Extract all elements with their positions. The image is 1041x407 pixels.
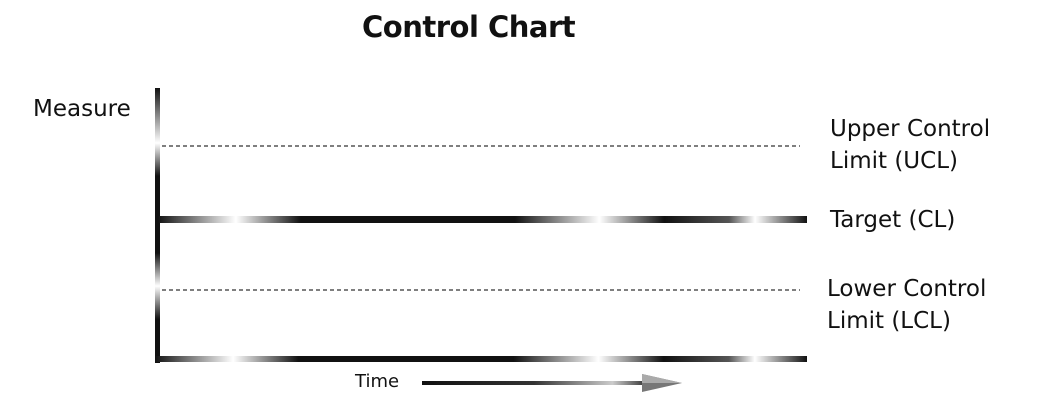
target-label: Target (CL) (830, 207, 956, 233)
lcl-label-line-1: Lower Control (827, 276, 987, 302)
x-axis-line (155, 356, 807, 362)
ucl-label-line-2: Limit (UCL) (830, 148, 958, 174)
lower-control-limit-label: Lower Control Limit (LCL) (827, 273, 986, 337)
chart-title: Control Chart (362, 10, 576, 44)
y-axis-line (155, 88, 160, 363)
y-axis-label: Measure (33, 96, 131, 122)
time-arrow-icon (422, 374, 682, 392)
x-axis-label: Time (355, 371, 400, 392)
target-center-line (158, 216, 807, 223)
upper-control-limit-label: Upper Control Limit (UCL) (830, 113, 990, 177)
ucl-label-line-1: Upper Control (830, 116, 991, 142)
lcl-label-line-2: Limit (LCL) (827, 308, 951, 334)
